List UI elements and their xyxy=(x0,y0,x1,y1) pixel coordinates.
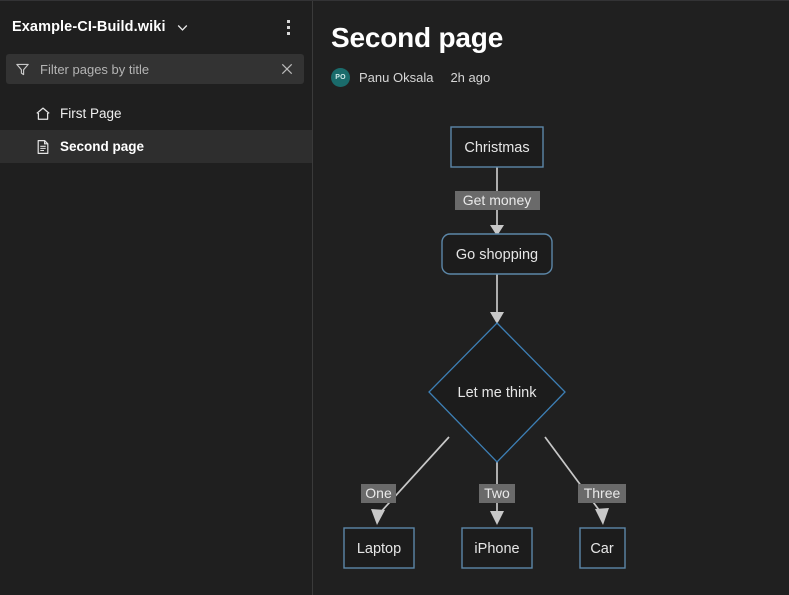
edge-think-to-laptop xyxy=(371,436,450,525)
edge-shopping-to-think xyxy=(490,274,504,324)
node-christmas: Christmas xyxy=(450,126,544,168)
flowchart-diagram: Get money One Two Three Christmas xyxy=(313,1,789,595)
sidebar-item-first-page[interactable]: First Page xyxy=(0,97,312,130)
edge-arrowhead xyxy=(490,511,504,525)
edge-label-two: Two xyxy=(479,484,515,503)
node-label: Laptop xyxy=(357,541,401,557)
page-title: Second page xyxy=(331,22,504,53)
node-iphone: iPhone xyxy=(461,527,533,569)
node-laptop: Laptop xyxy=(343,527,415,569)
node-let-me-think: Let me think xyxy=(428,322,566,463)
edge-label-text: Three xyxy=(584,485,621,501)
edge-label-text: Two xyxy=(484,485,510,501)
page-icon xyxy=(34,138,51,155)
edge-think-to-iphone xyxy=(490,462,504,525)
timestamp: 2h ago xyxy=(450,70,491,85)
home-icon xyxy=(34,105,51,122)
page-byline: PO Panu Oksala 2h ago xyxy=(331,68,789,87)
chevron-down-icon[interactable] xyxy=(175,20,190,35)
edge-label-three: Three xyxy=(578,484,626,503)
edge-arrowhead xyxy=(490,312,504,324)
sidebar-item-second-page[interactable]: Second page xyxy=(0,130,312,163)
author-name: Panu Oksala xyxy=(359,70,434,85)
filter-icon xyxy=(15,62,30,77)
edge-label-text: One xyxy=(365,485,392,501)
edge-label-bg xyxy=(479,484,515,503)
kebab-dot-3 xyxy=(286,31,290,35)
sidebar-item-label: Second page xyxy=(60,139,145,154)
node-shape xyxy=(441,233,553,275)
node-shape xyxy=(428,322,566,463)
wiki-sidebar: Example-CI-Build.wiki xyxy=(0,1,313,595)
edge-line xyxy=(544,436,603,515)
kebab-dot-1 xyxy=(286,19,290,23)
sidebar-item-label: First Page xyxy=(60,106,122,121)
node-label: Car xyxy=(590,541,614,557)
edge-christmas-to-shopping xyxy=(490,167,504,236)
wiki-page-content: Second page PO Panu Oksala 2h ago xyxy=(313,1,789,595)
edge-label-text: Get money xyxy=(463,192,531,208)
flowchart-svg: Get money One Two Three Christmas xyxy=(343,126,626,569)
node-label: Let me think xyxy=(458,385,538,401)
repo-header: Example-CI-Build.wiki xyxy=(0,1,312,53)
edge-think-to-car xyxy=(544,436,609,525)
edge-label-bg xyxy=(578,484,626,503)
edge-arrowhead xyxy=(595,508,609,525)
kebab-dot-2 xyxy=(286,25,290,29)
node-label: iPhone xyxy=(474,541,519,557)
edge-label-one: One xyxy=(361,484,396,503)
node-label: Go shopping xyxy=(456,247,538,263)
node-shape xyxy=(461,527,533,569)
node-shape xyxy=(579,527,626,569)
wiki-page-list: First Page Second page xyxy=(0,97,312,163)
close-icon[interactable] xyxy=(276,58,298,80)
edge-arrowhead xyxy=(490,225,504,236)
repo-title: Example-CI-Build.wiki xyxy=(12,19,166,35)
edge-label-bg xyxy=(455,191,540,210)
avatar: PO xyxy=(331,68,350,87)
node-car: Car xyxy=(579,527,626,569)
edge-label-bg xyxy=(361,484,396,503)
filter-pages-box[interactable] xyxy=(6,54,304,84)
edge-label-get-money: Get money xyxy=(455,191,540,210)
node-go-shopping: Go shopping xyxy=(441,233,553,275)
edge-line xyxy=(378,436,450,515)
edge-arrowhead xyxy=(371,509,385,525)
node-label: Christmas xyxy=(464,140,529,156)
more-actions-icon[interactable] xyxy=(276,12,300,42)
node-shape xyxy=(450,126,544,168)
node-shape xyxy=(343,527,415,569)
filter-pages-input[interactable] xyxy=(30,61,276,77)
